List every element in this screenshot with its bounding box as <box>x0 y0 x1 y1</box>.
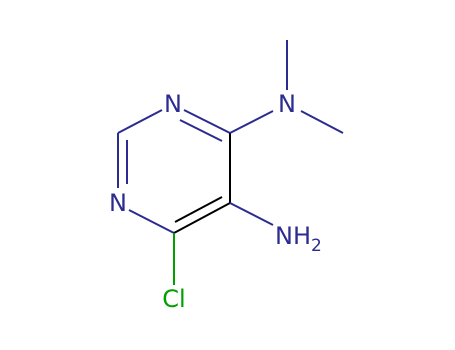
bond-c2-n1 <box>117 109 163 134</box>
atom-n-ring-left: N <box>109 189 127 217</box>
bond-c6-c5-double <box>174 196 223 223</box>
atom-n-ring-top: N <box>164 90 182 118</box>
atom-chlorine: Cl <box>162 285 185 313</box>
atom-amine-subscript: 2 <box>311 236 322 256</box>
bond-n3-c6 <box>128 209 175 234</box>
bond-c5-nh2 <box>229 202 274 226</box>
bond-n1-c4 <box>183 109 231 134</box>
bond-n-methyl-right <box>300 110 344 134</box>
atom-n-dimethyl: N <box>278 90 296 118</box>
bond-c6-c5 <box>173 202 231 234</box>
atom-amine-nh: NH <box>275 222 311 250</box>
bond-c4-nme2 <box>229 110 274 134</box>
bond-n1-c4-double <box>179 119 223 142</box>
